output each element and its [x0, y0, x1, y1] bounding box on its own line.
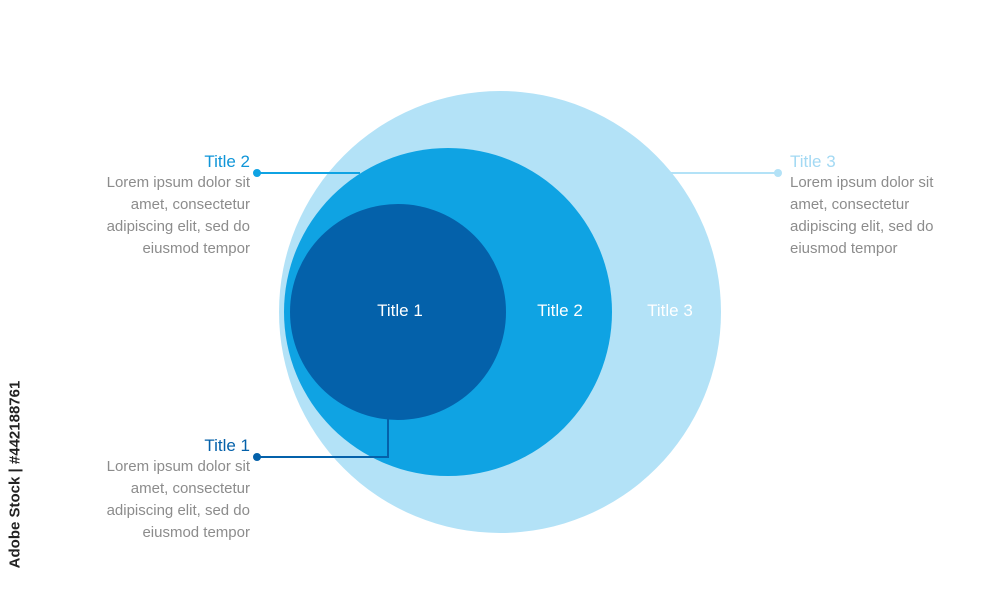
- watermark-text: Adobe Stock | #442188761: [6, 380, 24, 568]
- connector-dot-title-3: [774, 169, 782, 177]
- callout-title: Title 3: [790, 152, 836, 171]
- circle-title-1: [290, 204, 506, 420]
- connector-dot-title-1: [253, 453, 261, 461]
- connector-dot-title-2: [253, 169, 261, 177]
- callout-description: Lorem ipsum dolor sit amet, consectetur …: [790, 174, 934, 257]
- circle-label-1: Title 1: [377, 301, 423, 320]
- callout-title-2: Title 2 Lorem ipsum dolor sit amet, cons…: [0, 152, 250, 260]
- stock-watermark: Adobe Stock | #442188761: [4, 360, 26, 588]
- callout-title: Title 2: [204, 152, 250, 171]
- circle-label-2: Title 2: [537, 301, 583, 320]
- callout-title-1: Title 1 Lorem ipsum dolor sit amet, cons…: [0, 436, 250, 544]
- callout-title-3: Title 3 Lorem ipsum dolor sit amet, cons…: [790, 152, 990, 260]
- callout-description: Lorem ipsum dolor sit amet, consectetur …: [106, 458, 250, 541]
- callout-title: Title 1: [204, 436, 250, 455]
- connector-title-1: [257, 418, 389, 458]
- circle-label-3: Title 3: [647, 301, 693, 320]
- callout-description: Lorem ipsum dolor sit amet, consectetur …: [106, 174, 250, 257]
